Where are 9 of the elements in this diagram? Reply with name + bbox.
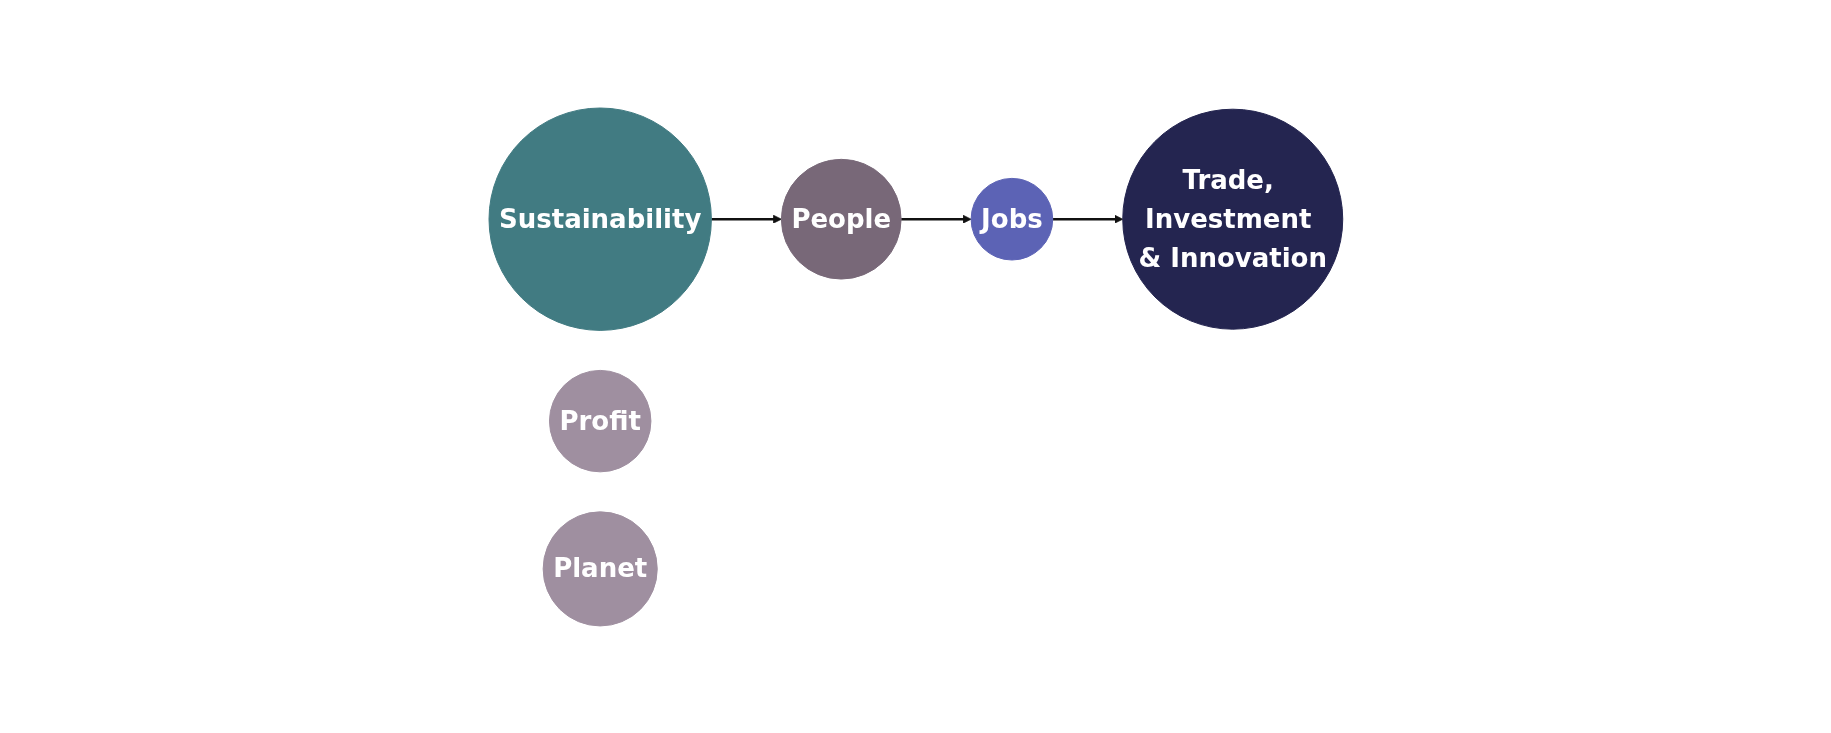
arrow [711,214,782,224]
arrow [1052,214,1123,224]
node-circle: Jobs [970,177,1053,261]
node-circle: Trade, Investment & Innovation [1121,108,1343,330]
node-circle: People [780,158,902,280]
arrow [900,214,972,224]
node-circle: Planet [542,510,658,626]
node-circle: Sustainability [488,107,712,331]
node-circle: Profit [548,369,652,472]
